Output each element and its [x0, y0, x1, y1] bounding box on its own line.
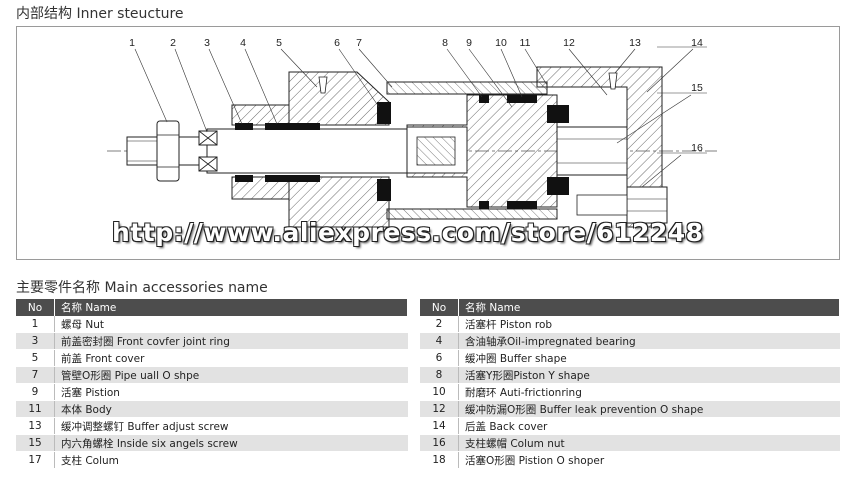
callout-8: 8 — [442, 37, 448, 49]
callout-3: 3 — [204, 37, 210, 49]
callout-14: 14 — [691, 37, 703, 49]
callout-15: 15 — [691, 82, 703, 94]
column-nut-shape — [626, 186, 668, 224]
header-no: No — [16, 299, 55, 316]
accessories-title: 主要零件名称 Main accessories name — [16, 280, 268, 296]
inner-structure-title: 内部结构 Inner steucture — [16, 6, 184, 22]
callout-13: 13 — [629, 37, 641, 49]
callout-4: 4 — [240, 37, 246, 49]
callout-6: 6 — [334, 37, 340, 49]
callout-16: 16 — [691, 142, 703, 154]
callout-1: 1 — [129, 37, 135, 49]
nut-shape — [156, 120, 180, 182]
callout-11: 11 — [520, 37, 531, 49]
cylinder-diagram: 1 2 3 4 5 6 7 8 9 10 11 12 13 14 15 16 — [16, 26, 840, 260]
callout-12: 12 — [563, 37, 575, 49]
callout-2: 2 — [170, 37, 176, 49]
header-no: No — [420, 299, 459, 316]
cylinder-cross-section: 1 2 3 4 5 6 7 8 9 10 11 12 13 14 15 16 — [107, 37, 717, 228]
tube-top — [386, 81, 548, 95]
callout-7: 7 — [356, 37, 362, 49]
store-watermark: http://www.aliexpress.com/store/612248 — [112, 218, 704, 247]
header-name: 名称 Name — [54, 299, 408, 316]
callout-10: 10 — [495, 37, 507, 49]
front-cover-bottom — [288, 176, 390, 228]
callout-9: 9 — [466, 37, 472, 49]
front-cover-top — [288, 71, 390, 126]
callout-5: 5 — [276, 37, 282, 49]
piston-rod — [206, 128, 408, 174]
header-name: 名称 Name — [458, 299, 840, 316]
